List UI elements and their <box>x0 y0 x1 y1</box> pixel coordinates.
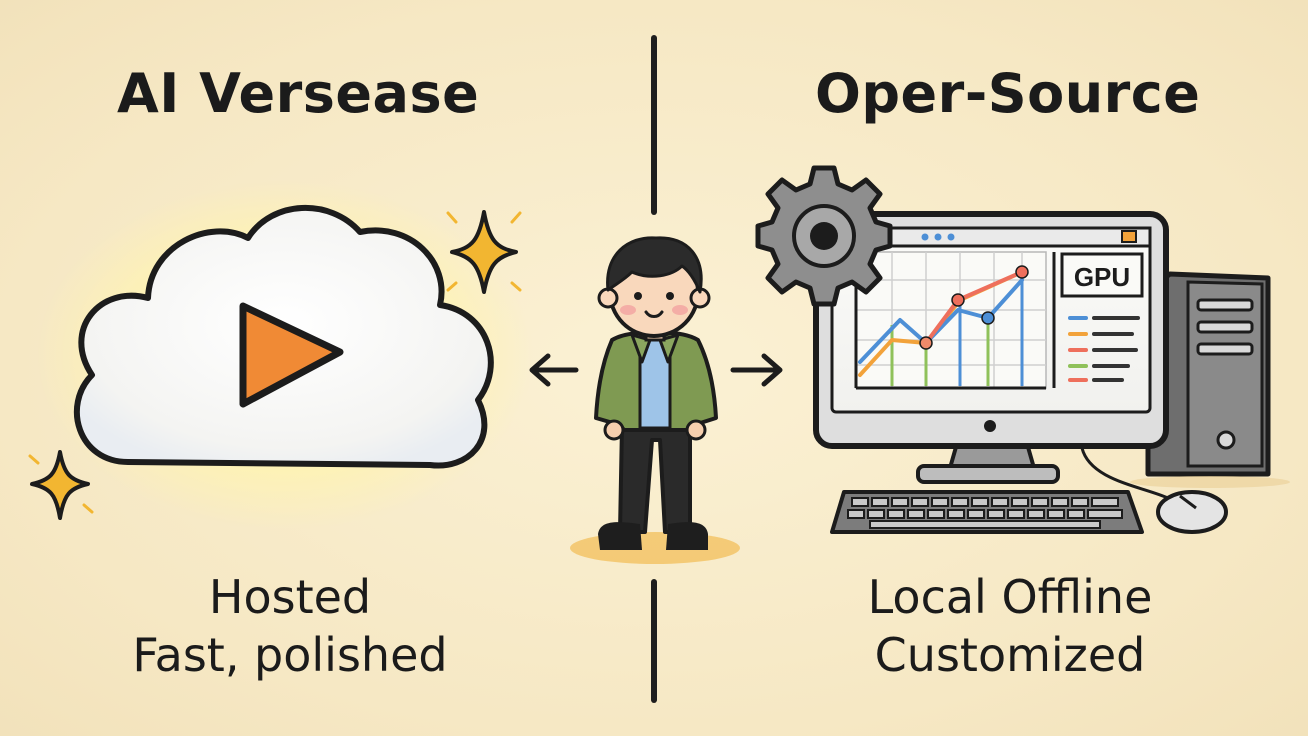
right-caption: Local Offline Customized <box>810 568 1210 684</box>
gpu-label: GPU <box>1074 262 1130 292</box>
right-caption-line2: Customized <box>874 628 1146 682</box>
left-title: AI Versease <box>117 62 480 125</box>
cloud-play-icon <box>37 180 533 530</box>
desktop-computer-icon: GPU <box>813 211 1290 534</box>
monitor-chart <box>854 251 1047 390</box>
left-caption-line2: Fast, polished <box>132 628 448 682</box>
person-icon <box>570 236 740 564</box>
arrow-left-icon <box>529 353 579 387</box>
sparkle-icon <box>28 450 94 520</box>
left-caption: Hosted Fast, polished <box>90 568 490 684</box>
sparkle-icon <box>446 210 522 294</box>
gear-icon <box>755 165 893 307</box>
arrow-right-icon <box>730 353 783 387</box>
right-caption-line1: Local Offline <box>867 570 1153 624</box>
left-caption-line1: Hosted <box>208 570 372 624</box>
right-title: Oper-Source <box>815 62 1201 125</box>
